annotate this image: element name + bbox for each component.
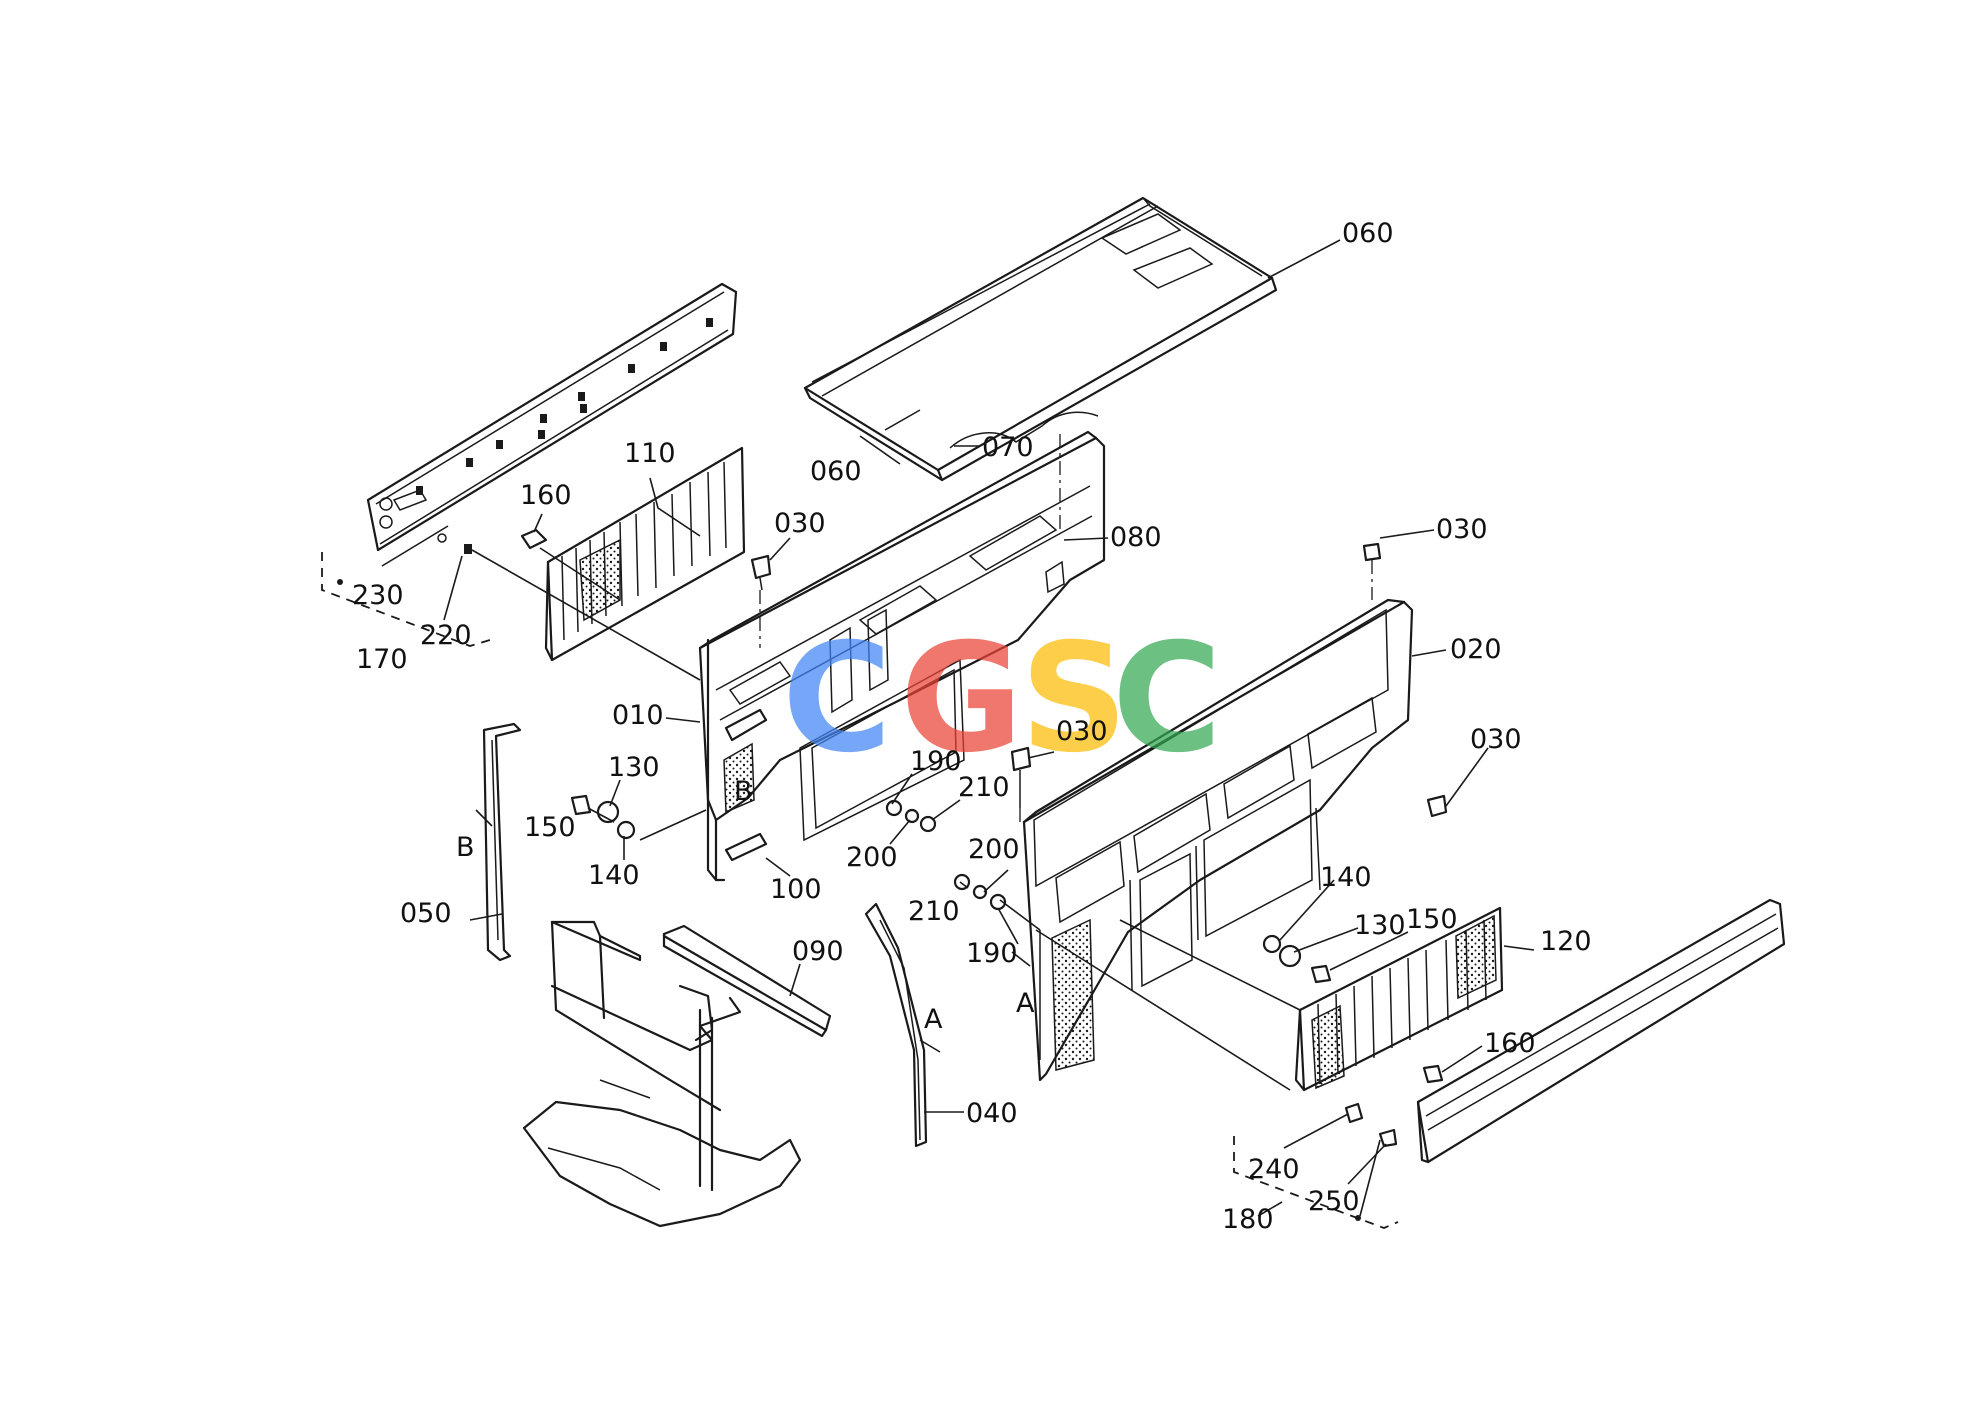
callout-040: 040: [966, 1098, 1018, 1129]
callout-020: 020: [1450, 634, 1502, 665]
floor-frame: [522, 920, 832, 1228]
callout-090: 090: [792, 936, 844, 967]
callout-240: 240: [1248, 1154, 1300, 1185]
trim-panel-120: [1294, 906, 1504, 1092]
watermark-letter-c1: C: [782, 612, 892, 786]
callout-130-left: 130: [608, 752, 660, 783]
callout-230: 230: [352, 580, 404, 611]
fasteners: [337, 528, 1448, 1221]
callout-200-upper: 200: [846, 842, 898, 873]
callout-220: 220: [420, 620, 472, 651]
weatherstrip-040: [864, 902, 928, 1148]
back-panel-010: [698, 430, 1106, 882]
callout-210-upper: 210: [958, 772, 1010, 803]
callout-030-right: 030: [1470, 724, 1522, 755]
view-ref-b-left: B: [456, 832, 475, 863]
callout-060-top: 060: [1342, 218, 1394, 249]
callout-180: 180: [1222, 1204, 1274, 1235]
callout-110: 110: [624, 438, 676, 469]
watermark-letter-s: S: [1020, 612, 1128, 786]
callout-140-right: 140: [1320, 862, 1372, 893]
callout-250: 250: [1308, 1186, 1360, 1217]
callout-150-right: 150: [1406, 904, 1458, 935]
callout-190-lower: 190: [966, 938, 1018, 969]
view-ref-b-panel: B: [734, 776, 753, 807]
callout-140-left: 140: [588, 860, 640, 891]
callout-050: 050: [400, 898, 452, 929]
callout-080: 080: [1110, 522, 1162, 553]
callout-150-left: 150: [524, 812, 576, 843]
view-ref-a-panel: A: [1016, 988, 1035, 1019]
callout-100: 100: [770, 874, 822, 905]
weatherstrip-050: [482, 722, 522, 962]
watermark-letter-c2: C: [1112, 612, 1222, 786]
callout-120: 120: [1540, 926, 1592, 957]
cgsc-watermark: C G S C: [782, 612, 1222, 786]
alignment-lines: [759, 434, 1373, 826]
watermark-letter-g: G: [900, 612, 1023, 786]
callout-190-upper: 190: [910, 746, 962, 777]
callout-170: 170: [356, 644, 408, 675]
callout-labels: 060 060 070 080 110 160 030 030 030 030 …: [352, 218, 1592, 1235]
roof-panel: [803, 196, 1278, 482]
callout-070: 070: [982, 432, 1034, 463]
callout-130-right: 130: [1354, 910, 1406, 941]
callout-060-bottom: 060: [810, 456, 862, 487]
bracket-170: [321, 552, 491, 647]
callout-160-right: 160: [1484, 1028, 1536, 1059]
trim-strip-170: [366, 282, 738, 552]
callout-010: 010: [612, 700, 664, 731]
callout-210-lower: 210: [908, 896, 960, 927]
callout-030-top-right: 030: [1436, 514, 1488, 545]
callout-200-lower: 200: [968, 834, 1020, 865]
sill-strip-180: [1416, 898, 1786, 1164]
leader-lines: [381, 239, 1535, 1217]
trim-panel-110: [544, 446, 746, 662]
view-ref-a-strip: A: [924, 1004, 943, 1035]
bracket-180: [1233, 1136, 1399, 1229]
callout-030-mid: 030: [1056, 716, 1108, 747]
callout-160-left: 160: [520, 480, 572, 511]
back-panel-020: [1022, 598, 1414, 1082]
callout-030-top: 030: [774, 508, 826, 539]
